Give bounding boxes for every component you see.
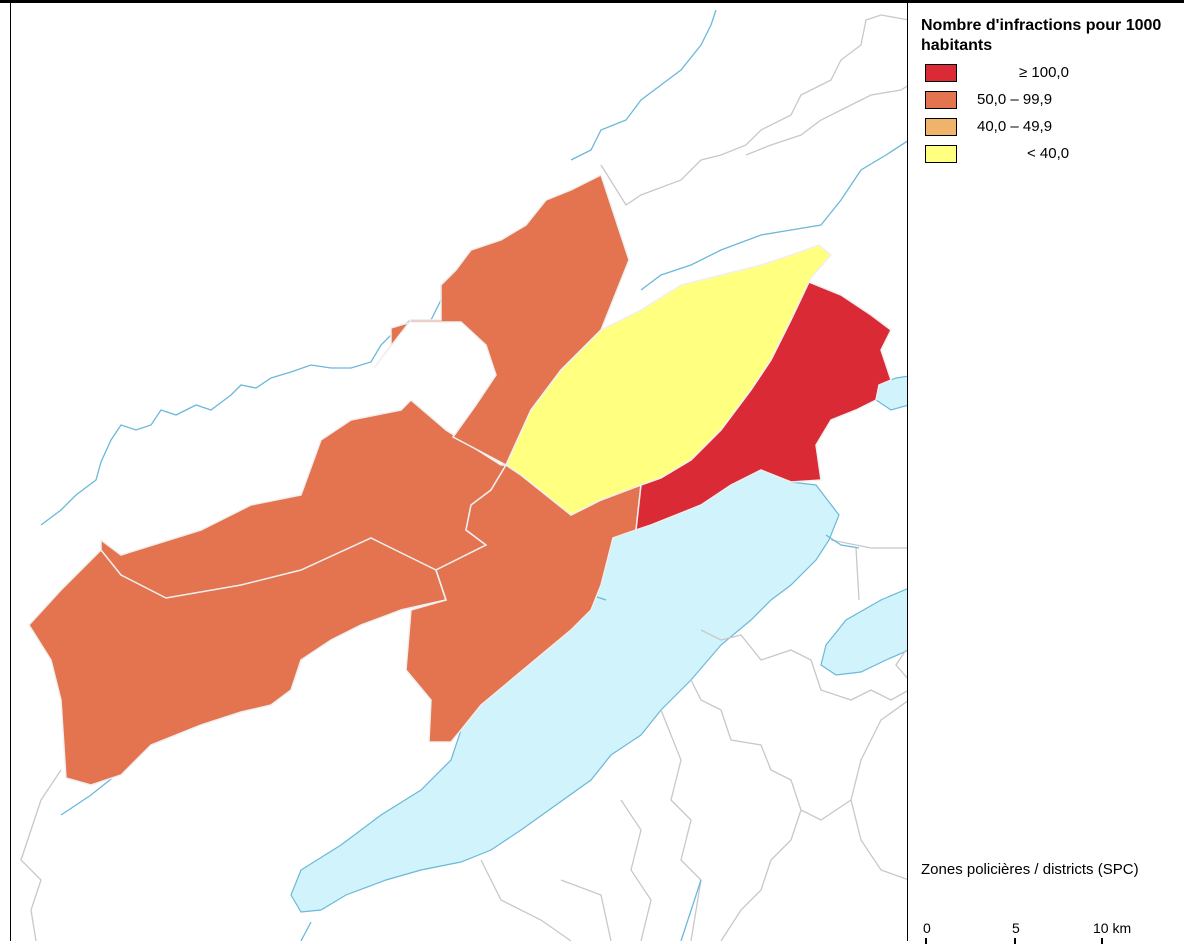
top-border <box>0 0 1184 3</box>
context-borders <box>20 14 907 941</box>
scale-tick <box>1101 938 1103 944</box>
scale-bar: 0 5 10 km <box>921 918 1176 944</box>
district-yellow[interactable] <box>505 244 833 516</box>
scale-tick <box>925 938 927 944</box>
legend-title: Nombre d'infractions pour 1000 habitants <box>921 17 1162 54</box>
zones-label: Zones policières / districts (SPC) <box>921 861 1139 878</box>
scale-tick <box>1014 938 1016 944</box>
district-red[interactable] <box>635 281 892 532</box>
legend-swatch <box>925 145 957 163</box>
scale-tick-label: 0 <box>923 920 931 936</box>
legend-label: < 40,0 <box>1027 145 1070 162</box>
legend: Nombre d'infractions pour 1000 habitants… <box>921 16 1181 172</box>
legend-item: < 40,0 <box>921 145 1181 172</box>
lake-morat <box>820 588 907 676</box>
legend-label: ≥ 100,0 <box>1019 64 1069 81</box>
districts[interactable] <box>28 173 892 786</box>
map-frame[interactable] <box>10 0 908 941</box>
map-canvas[interactable] <box>11 0 908 941</box>
legend-rows: ≥ 100,0 50,0 – 99,9 40,0 – 49,9 < 40,0 <box>921 64 1181 172</box>
legend-swatch <box>925 118 957 136</box>
district-boundaries <box>100 537 447 611</box>
scale-tick-label: 5 <box>1012 920 1020 936</box>
legend-swatch <box>925 64 957 82</box>
legend-label: 40,0 – 49,9 <box>977 118 1053 135</box>
legend-label: 50,0 – 99,9 <box>977 91 1053 108</box>
legend-item: 50,0 – 99,9 <box>921 91 1181 118</box>
legend-swatch <box>925 91 957 109</box>
legend-item: ≥ 100,0 <box>921 64 1181 91</box>
scale-tick-label: 10 km <box>1093 920 1132 936</box>
district-south[interactable] <box>405 463 642 743</box>
legend-item: 40,0 – 49,9 <box>921 118 1181 145</box>
